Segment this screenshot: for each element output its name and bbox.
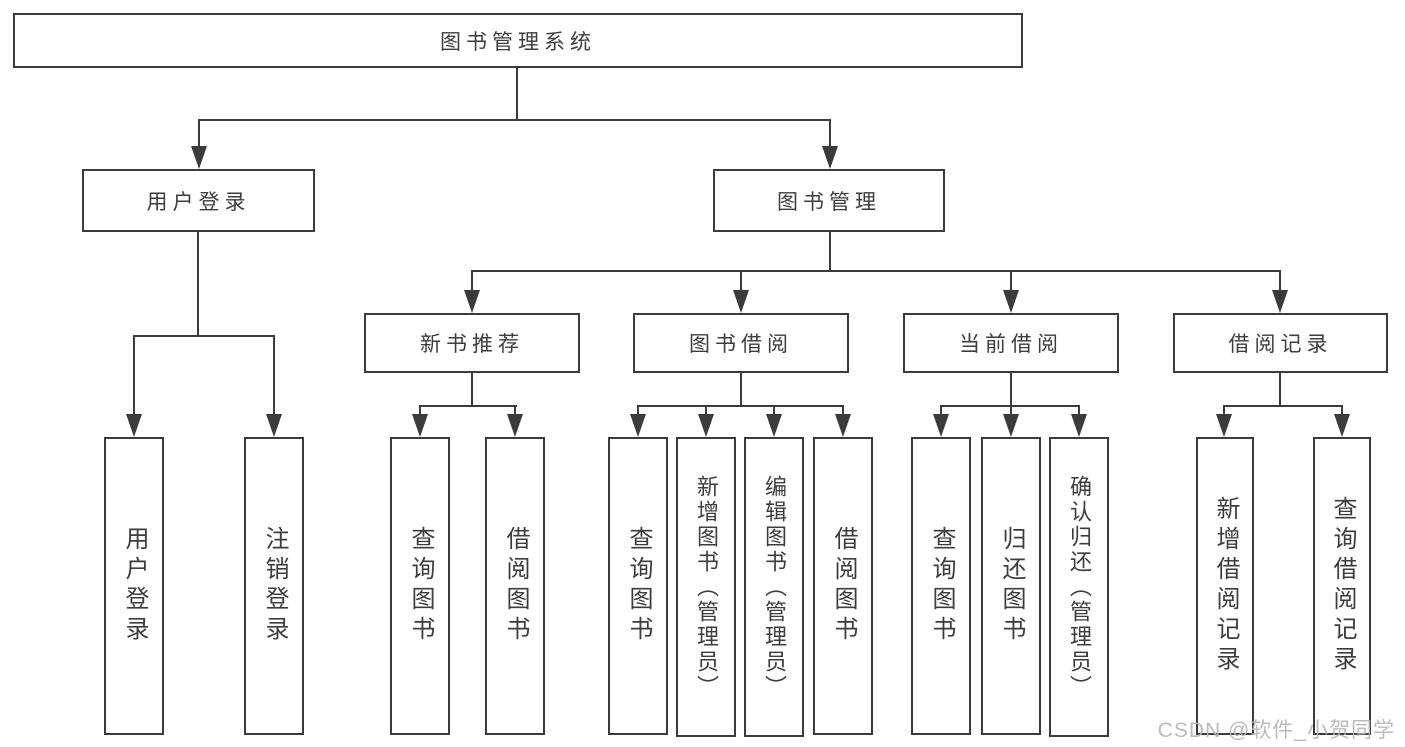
connector-drop-nb-borrow [514,405,516,417]
connector-drop-br-query [1341,405,1343,417]
arrow-into-book-borrow [733,290,749,313]
leaf-current-query-books-label: 查询图书 [928,526,955,646]
connector-root-hbar [198,119,831,121]
leaf-borrow-borrow-books: 借阅图书 [813,437,873,735]
node-borrowing-records-label: 借阅记录 [1228,333,1333,356]
connector-drop-leaf-logout [273,335,275,417]
connector-drop-leaf-user-login [133,335,135,417]
connector-user-login-stub [197,232,199,337]
leaf-borrow-query-books-label: 查询图书 [625,526,652,646]
node-book-management-label: 图书管理 [777,190,881,214]
arrow-into-bb-query [630,414,646,437]
arrow-into-bb-borrow [835,414,851,437]
arrow-into-br-add [1216,414,1232,437]
connector-book-mgmt-stub [829,232,831,272]
leaf-edit-books-admin-label: 编辑图书（管理员） [762,474,787,700]
connector-drop-bb-edit [773,405,775,417]
arrow-into-cb-query [933,414,949,437]
leaf-add-books-admin-label: 新增图书（管理员） [694,474,719,700]
connector-drop-borrow-records [1279,270,1281,292]
node-book-borrowing-label: 图书借阅 [689,333,793,356]
node-library-management-system-label: 图书管理系统 [440,30,596,54]
leaf-confirm-return-admin-label: 确认归还（管理员） [1067,474,1092,700]
node-new-book-recommendation: 新书推荐 [364,313,580,373]
node-borrowing-records: 借阅记录 [1173,313,1388,373]
arrow-into-leaf-user-login [126,414,142,437]
leaf-add-borrow-record-label: 新增借阅记录 [1212,496,1239,676]
leaf-logout: 注销登录 [244,437,304,735]
connector-drop-book-borrow [740,270,742,292]
node-library-management-system: 图书管理系统 [13,13,1023,68]
leaf-user-login-label: 用户登录 [121,526,148,646]
arrow-into-user-login [191,146,207,169]
connector-new-book-rec-hbar [419,405,517,407]
leaf-user-login: 用户登录 [104,437,164,735]
connector-drop-bb-borrow [842,405,844,417]
node-user-login: 用户登录 [82,169,315,232]
connector-drop-bb-query [637,405,639,417]
node-current-borrowing: 当前借阅 [903,313,1119,373]
leaf-rec-query-books: 查询图书 [390,437,450,735]
connector-current-borrow-stub [1010,373,1012,407]
leaf-rec-query-books-label: 查询图书 [407,526,434,646]
leaf-rec-borrow-books-label: 借阅图书 [502,526,529,646]
leaf-add-books-admin: 新增图书（管理员） [676,437,736,737]
node-current-borrowing-label: 当前借阅 [959,333,1063,356]
arrow-into-bb-add [698,414,714,437]
connector-book-mgmt-hbar [471,270,1281,272]
arrow-into-nb-query [412,414,428,437]
arrow-into-borrow-records [1272,290,1288,313]
connector-user-login-hbar [133,335,275,337]
connector-drop-book-mgmt [829,119,831,150]
leaf-borrow-query-books: 查询图书 [608,437,668,735]
leaf-query-borrow-record-label: 查询借阅记录 [1329,496,1356,676]
leaf-rec-borrow-books: 借阅图书 [485,437,545,735]
node-book-borrowing: 图书借阅 [633,313,849,373]
connector-drop-current-borrow [1010,270,1012,292]
leaf-logout-label: 注销登录 [261,526,288,646]
arrow-into-nb-borrow [507,414,523,437]
arrow-into-br-query [1334,414,1350,437]
leaf-edit-books-admin: 编辑图书（管理员） [744,437,804,737]
connector-borrow-records-stub [1279,373,1281,407]
connector-book-borrow-hbar [637,405,844,407]
connector-drop-new-book-rec [471,270,473,292]
arrow-into-new-book-rec [464,290,480,313]
arrow-into-cb-return [1003,414,1019,437]
connector-drop-br-add [1223,405,1225,417]
connector-drop-cb-confirm [1078,405,1080,417]
leaf-return-books: 归还图书 [981,437,1041,735]
node-user-login-label: 用户登录 [146,190,251,214]
leaf-query-borrow-record: 查询借阅记录 [1313,437,1371,735]
leaf-borrow-borrow-books-label: 借阅图书 [830,526,857,646]
connector-borrow-records-hbar [1223,405,1342,407]
node-book-management: 图书管理 [713,169,945,232]
connector-book-borrow-stub [740,373,742,407]
node-new-book-recommendation-label: 新书推荐 [420,333,524,356]
leaf-current-query-books: 查询图书 [911,437,971,735]
leaf-add-borrow-record: 新增借阅记录 [1196,437,1254,735]
csdn-watermark: CSDN @软件_小贺同学 [1157,719,1395,742]
leaf-confirm-return-admin: 确认归还（管理员） [1049,437,1109,737]
arrow-into-bb-edit [766,414,782,437]
arrow-into-leaf-logout [266,414,282,437]
leaf-return-books-label: 归还图书 [998,526,1025,646]
connector-drop-bb-add [705,405,707,417]
connector-drop-user-login [198,119,200,150]
connector-drop-cb-return [1010,405,1012,417]
arrow-into-book-mgmt [822,146,838,169]
connector-new-book-rec-stub [471,373,473,407]
connector-drop-cb-query [940,405,942,417]
arrow-into-current-borrow [1003,290,1019,313]
connector-root-stub [516,68,518,121]
connector-drop-nb-query [419,405,421,417]
arrow-into-cb-confirm [1071,414,1087,437]
